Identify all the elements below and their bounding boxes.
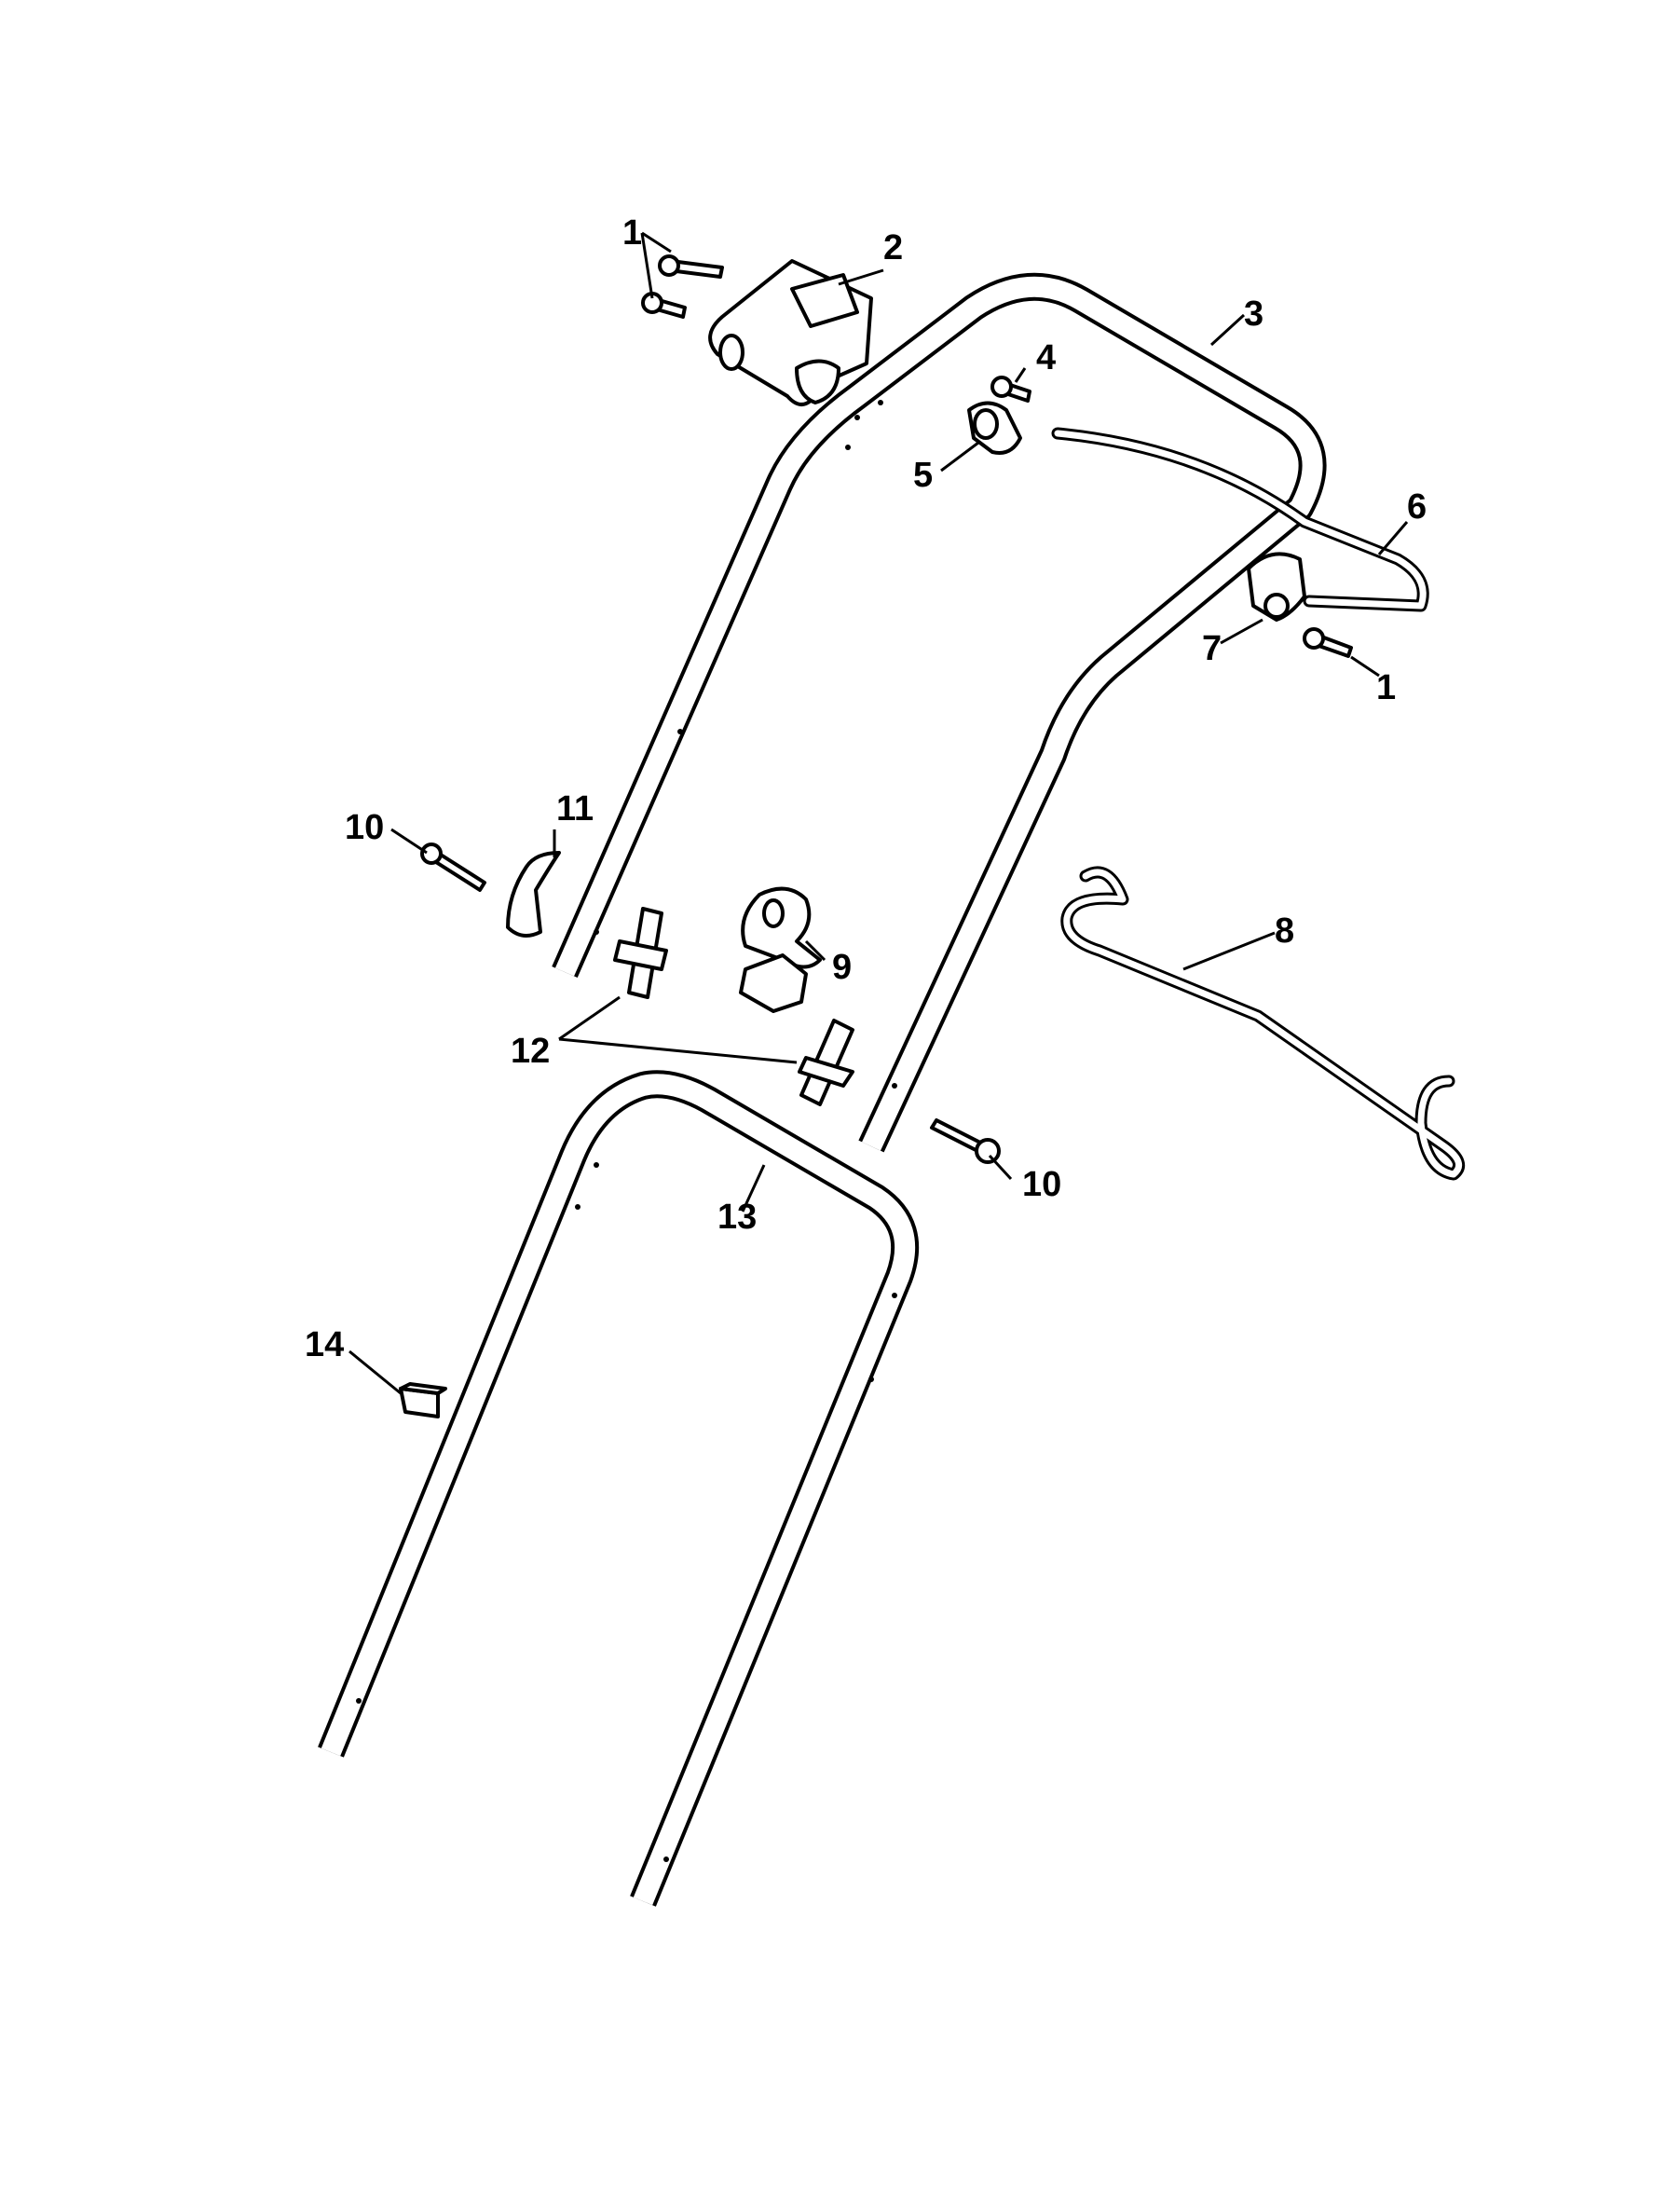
leader-lines [348,231,1409,1395]
screw-part-4 [990,376,1031,403]
upper-handle [552,272,1327,1153]
bolt-upper-part-10 [420,843,486,892]
lower-handle [318,1070,920,1907]
callout-3: 3 [1244,295,1263,334]
knob-upper-part-12 [613,907,668,999]
cable-holder-part-9 [739,886,822,1013]
screw-upper-2 [641,292,687,319]
callout-2: 2 [883,228,903,267]
callouts: 1 2 3 4 5 6 7 1 8 9 10 11 12 10 13 14 [305,213,1427,1364]
callout-11: 11 [556,789,594,829]
callout-7: 7 [1202,629,1222,668]
callout-10-upper: 10 [345,808,384,847]
screw-upper-1 [658,254,724,279]
cable-guide-wire [1060,866,1466,1181]
plug-part-14 [399,1382,447,1418]
callout-12: 12 [511,1032,550,1071]
callout-4: 4 [1036,338,1056,377]
callout-5: 5 [913,456,933,495]
callout-10-lower: 10 [1022,1165,1061,1204]
callout-13: 13 [717,1198,757,1237]
bolt-lower-part-10 [930,1118,1001,1164]
callout-8: 8 [1275,911,1294,951]
callout-14: 14 [305,1325,344,1364]
pivot-bracket-part-11 [506,851,561,938]
clamp-part-7 [1247,552,1306,622]
control-bar-rod [1051,427,1429,612]
knob-lower-part-12 [798,1019,854,1106]
cover [708,259,873,406]
callout-9: 9 [832,948,852,987]
callout-6: 6 [1407,487,1427,527]
clip-part-5 [967,401,1022,455]
screw-right [1303,627,1353,658]
callout-1-right: 1 [1376,668,1396,707]
callout-1-top: 1 [622,213,642,253]
